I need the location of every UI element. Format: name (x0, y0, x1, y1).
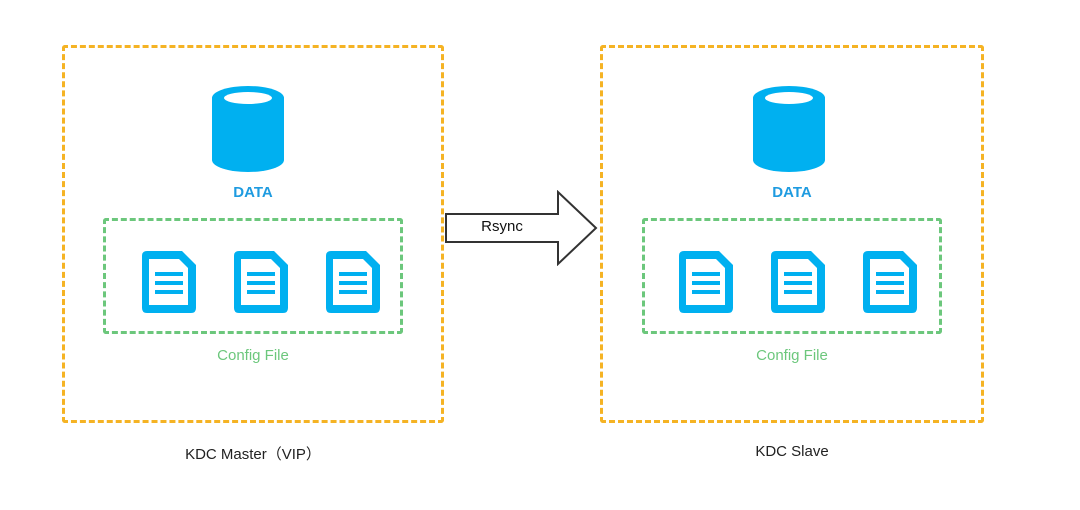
data-label: DATA (772, 184, 812, 201)
rsync-arrow (445, 190, 598, 266)
config-file-label: Config File (217, 347, 289, 364)
file-icon (771, 251, 825, 313)
file-icon (326, 251, 380, 313)
database-icon (212, 86, 284, 172)
data-label: DATA (233, 184, 273, 201)
config-file-group (642, 218, 942, 334)
config-file-label: Config File (756, 347, 828, 364)
kdc-slave-title: KDC Slave (755, 443, 829, 460)
database-icon (753, 86, 825, 172)
rsync-label: Rsync (481, 218, 523, 235)
file-icon (234, 251, 288, 313)
kdc-master-title: KDC Master（VIP） (185, 446, 321, 463)
kdc-master-node: DATA Config File (62, 45, 444, 423)
config-file-group (103, 218, 403, 334)
file-icon (863, 251, 917, 313)
file-icon (679, 251, 733, 313)
file-icon (142, 251, 196, 313)
kdc-slave-node: DATA Config File (600, 45, 984, 423)
